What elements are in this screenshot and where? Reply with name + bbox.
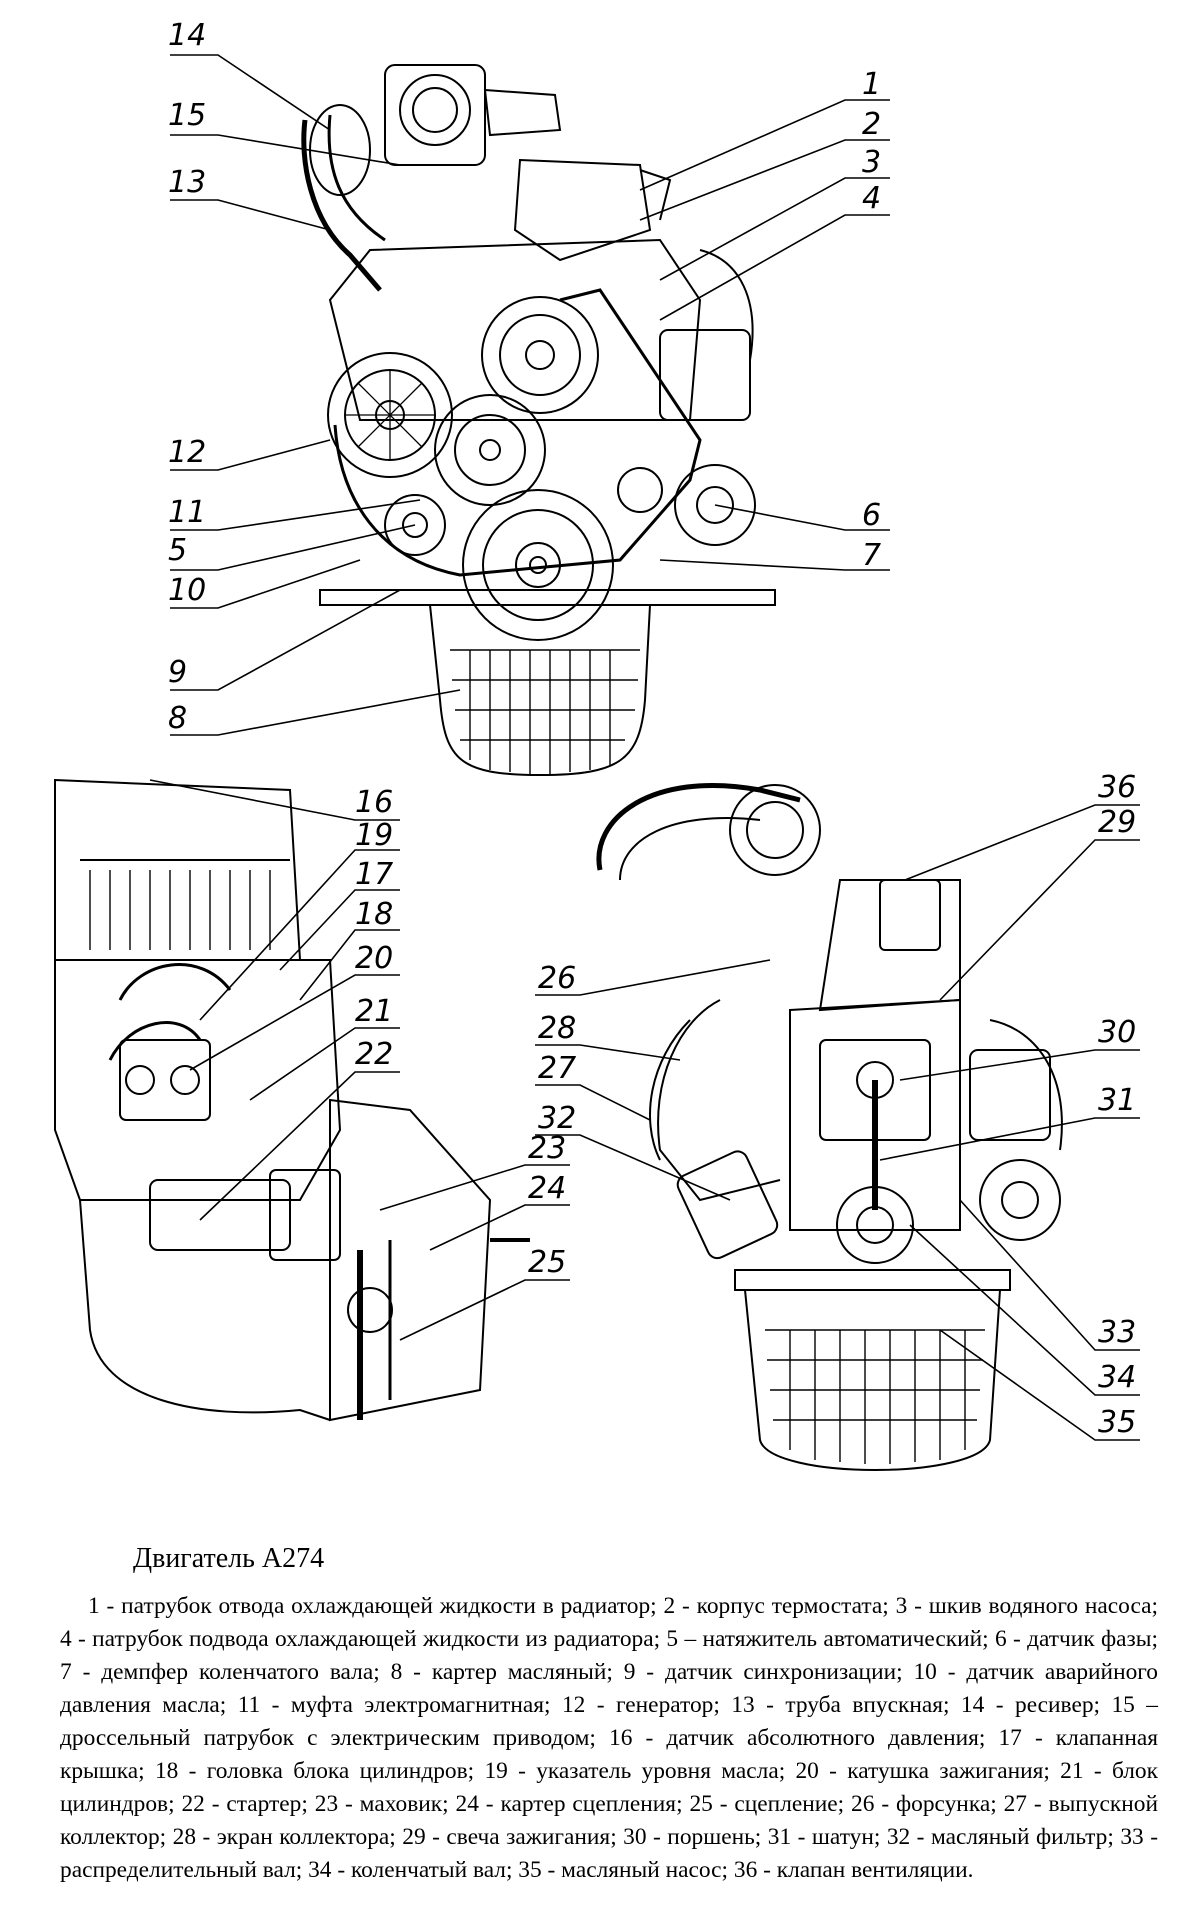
callout-26: 26 xyxy=(538,961,576,996)
callout-12: 12 xyxy=(168,435,206,470)
callout-13: 13 xyxy=(168,165,206,200)
figure-legend: 1 - патрубок отвода охлаждающей жидкости… xyxy=(60,1593,1158,1883)
callout-21: 21 xyxy=(355,994,393,1029)
callout-27: 27 xyxy=(538,1051,576,1086)
callout-19: 19 xyxy=(355,818,393,853)
callout-22: 22 xyxy=(355,1037,393,1072)
callout-24: 24 xyxy=(528,1171,566,1206)
callout-36: 36 xyxy=(1098,770,1136,805)
callout-23: 23 xyxy=(528,1131,566,1166)
callout-33: 33 xyxy=(1098,1315,1136,1350)
engine-drawing: 14 15 13 1 2 3 4 12 11 5 10 6 7 9 8 16 1… xyxy=(54,18,1140,1471)
callout-15: 15 xyxy=(168,98,206,133)
callout-6: 6 xyxy=(862,498,881,533)
callout-4: 4 xyxy=(862,181,881,216)
callout-18: 18 xyxy=(355,897,393,932)
callout-11: 11 xyxy=(168,495,206,530)
figure-title: Двигатель А274 xyxy=(133,1543,325,1574)
callout-8: 8 xyxy=(168,701,187,736)
callout-5: 5 xyxy=(168,533,187,568)
callout-30: 30 xyxy=(1098,1015,1136,1050)
callout-7: 7 xyxy=(862,538,881,573)
callout-9: 9 xyxy=(168,655,187,690)
callout-16: 16 xyxy=(355,785,393,820)
callout-28: 28 xyxy=(538,1011,576,1046)
callout-14: 14 xyxy=(168,18,206,53)
callout-2: 2 xyxy=(862,107,881,142)
section-view-right xyxy=(596,783,1063,1471)
side-view-left xyxy=(54,778,530,1422)
callout-29: 29 xyxy=(1098,805,1136,840)
callout-20: 20 xyxy=(355,941,393,976)
callout-17: 17 xyxy=(355,857,393,892)
callout-10: 10 xyxy=(168,573,206,608)
callout-labels: 14 15 13 1 2 3 4 12 11 5 10 6 7 9 8 16 1… xyxy=(168,18,1136,1440)
callout-3: 3 xyxy=(862,145,881,180)
callout-32: 32 xyxy=(538,1101,576,1136)
callout-34: 34 xyxy=(1098,1360,1136,1395)
callout-25: 25 xyxy=(528,1245,566,1280)
callout-35: 35 xyxy=(1098,1405,1136,1440)
callout-31: 31 xyxy=(1098,1083,1136,1118)
front-view xyxy=(301,64,776,777)
callout-1: 1 xyxy=(862,67,881,102)
